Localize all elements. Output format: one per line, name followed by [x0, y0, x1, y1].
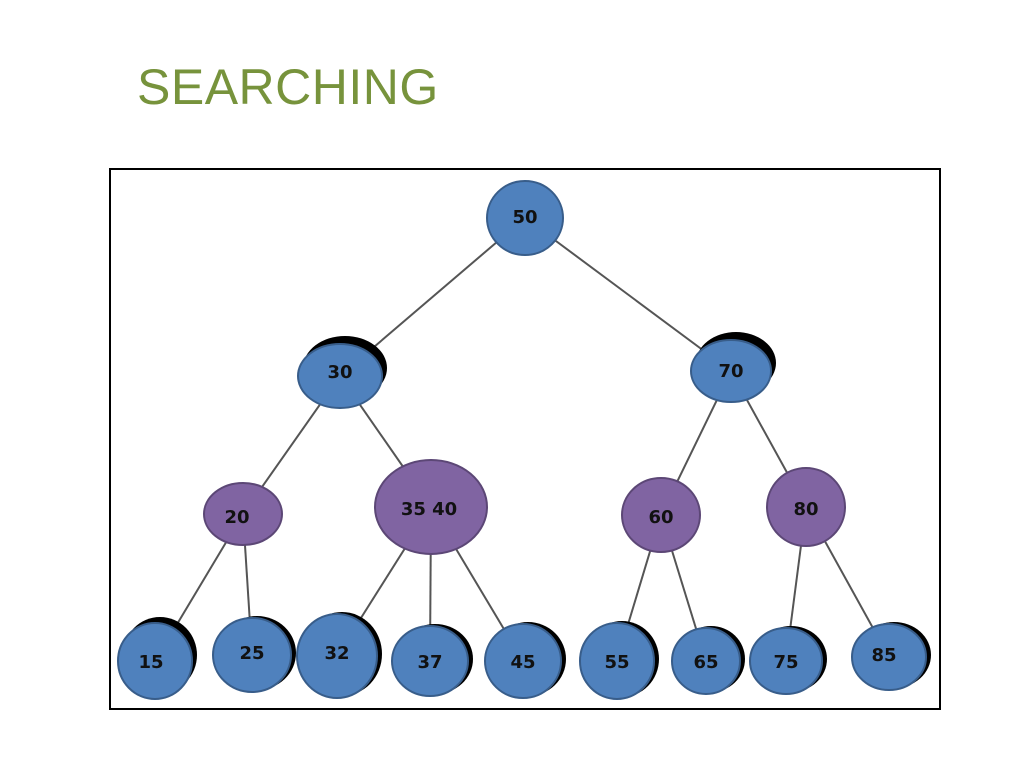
slide-title: SEARCHING — [137, 59, 439, 115]
tree-node-85: 85 — [851, 622, 931, 691]
node-label: 65 — [693, 652, 718, 673]
node-label: 50 — [512, 207, 537, 228]
tree-node-50: 50 — [486, 180, 564, 256]
tree-node-45: 45 — [484, 622, 566, 699]
tree-node-65: 65 — [671, 626, 745, 695]
node-label: 25 — [239, 643, 264, 664]
node-label: 20 — [224, 507, 249, 528]
tree-node-20: 20 — [203, 482, 283, 546]
node-circle — [296, 613, 378, 699]
node-circle — [579, 622, 655, 700]
node-circle — [117, 622, 193, 700]
node-label: 37 — [417, 652, 442, 673]
node-label: 30 — [327, 362, 352, 383]
tree-node-3540: 35 40 — [374, 459, 488, 555]
tree-node-25: 25 — [212, 616, 296, 693]
node-label: 60 — [648, 507, 673, 528]
node-circle — [766, 467, 846, 547]
node-label: 15 — [138, 652, 163, 673]
node-circle — [391, 625, 469, 697]
tree-node-70: 70 — [690, 332, 776, 403]
node-label: 32 — [324, 643, 349, 664]
node-circle — [621, 477, 701, 553]
node-label: 35 40 — [401, 499, 457, 520]
tree-node-32: 32 — [296, 612, 382, 699]
node-circle — [484, 623, 562, 699]
node-circle — [690, 339, 772, 403]
node-label: 80 — [793, 499, 818, 520]
node-label: 70 — [718, 361, 743, 382]
tree-node-37: 37 — [391, 624, 473, 697]
tree-node-55: 55 — [579, 621, 659, 700]
tree-node-60: 60 — [621, 477, 701, 553]
node-circle — [851, 623, 927, 691]
tree-node-30: 30 — [297, 336, 387, 409]
node-circle — [749, 627, 823, 695]
tree-edge-n50-n70 — [524, 217, 732, 372]
node-circle — [203, 482, 283, 546]
node-circle — [212, 617, 292, 693]
node-circle — [671, 627, 741, 695]
tree-node-15: 15 — [117, 617, 197, 700]
node-label: 85 — [871, 645, 896, 666]
tree-node-75: 75 — [749, 626, 827, 695]
nodes-layer: 50 30 70 20 35 40 60 80 15 25 32 37 45 55 65 75 85 — [117, 180, 931, 700]
node-label: 55 — [604, 652, 629, 673]
node-circle — [374, 459, 488, 555]
node-label: 75 — [773, 652, 798, 673]
node-label: 45 — [510, 652, 535, 673]
tree-node-80: 80 — [766, 467, 846, 547]
node-circle — [486, 180, 564, 256]
node-circle — [297, 343, 383, 409]
